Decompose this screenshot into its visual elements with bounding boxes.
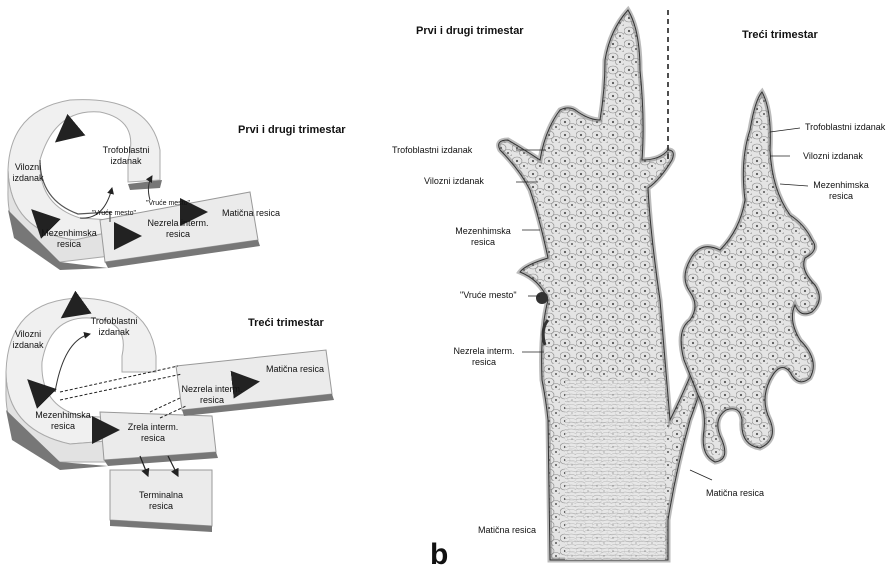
- rl-nezrela-line2: resica: [446, 357, 522, 368]
- rl-maticna: Matična resica: [478, 525, 536, 536]
- panel-letter: b: [430, 540, 448, 570]
- rl-vilozni: Vilozni izdanak: [424, 176, 484, 187]
- bottom-terminalna-label: Terminalna resica: [126, 490, 196, 512]
- rl-mezenhimska-line2: resica: [448, 237, 518, 248]
- top-mezenhimska-line2: resica: [34, 239, 104, 250]
- rr-vilozni: Vilozni izdanak: [803, 151, 863, 162]
- top-trofoblastni-line2: izdanak: [96, 156, 156, 167]
- rl-nezrela-line1: Nezrela interm.: [446, 346, 522, 357]
- rr-trofoblastni: Trofoblastni izdanak: [805, 122, 885, 133]
- rl-mezenhimska: Mezenhimska resica: [448, 226, 518, 248]
- top-mezenhimska-label: Mezenhimska resica: [34, 228, 104, 250]
- top-nezrela-label: Nezrela interm. resica: [138, 218, 218, 240]
- bottom-zrela-line2: resica: [118, 433, 188, 444]
- top-hot-spot-1: "Vruće mesto": [92, 208, 136, 219]
- bottom-mezenhimska-line1: Mezenhimska: [28, 410, 98, 421]
- bottom-mezenhimska-label: Mezenhimska resica: [28, 410, 98, 432]
- bottom-vilozni-label: Vilozni izdanak: [8, 329, 48, 351]
- bottom-terminalna-line1: Terminalna: [126, 490, 196, 501]
- bottom-nezrela-line2: resica: [176, 395, 248, 406]
- rr-mezenhimska: Mezenhimska resica: [806, 180, 876, 202]
- top-vilozni-line1: Vilozni: [8, 162, 48, 173]
- bottom-title: Treći trimestar: [248, 318, 324, 329]
- rr-mezenhimska-line2: resica: [806, 191, 876, 202]
- villous-tree-left: [499, 10, 714, 560]
- rl-mezenhimska-line1: Mezenhimska: [448, 226, 518, 237]
- bottom-trofoblastni-line2: izdanak: [84, 327, 144, 338]
- top-vilozni-line2: izdanak: [8, 173, 48, 184]
- rr-maticna: Matična resica: [706, 488, 764, 499]
- top-hot-spot-2: "Vruće mesto": [146, 198, 190, 209]
- bottom-mezenhimska-line2: resica: [28, 421, 98, 432]
- top-nezrela-line2: resica: [138, 229, 218, 240]
- bottom-terminalna-line2: resica: [126, 501, 196, 512]
- villous-tree-right: [681, 92, 819, 462]
- right-title-right: Treći trimestar: [742, 30, 818, 41]
- top-nezrela-line1: Nezrela interm.: [138, 218, 218, 229]
- top-title: Prvi i drugi trimestar: [238, 125, 346, 136]
- top-vilozni-label: Vilozni izdanak: [8, 162, 48, 184]
- rl-hot-spot: "Vruće mesto": [460, 290, 517, 301]
- right-title-left: Prvi i drugi trimestar: [416, 26, 524, 37]
- top-trofoblastni-label: Trofoblastni izdanak: [96, 145, 156, 167]
- rl-trofoblastni: Trofoblastni izdanak: [392, 145, 472, 156]
- rl-nezrela: Nezrela interm. resica: [446, 346, 522, 368]
- bottom-trofoblastni-label: Trofoblastni izdanak: [84, 316, 144, 338]
- bottom-zrela-label: Zrela interm. resica: [118, 422, 188, 444]
- top-trofoblastni-line1: Trofoblastni: [96, 145, 156, 156]
- bottom-vilozni-line2: izdanak: [8, 340, 48, 351]
- bottom-vilozni-line1: Vilozni: [8, 329, 48, 340]
- bottom-maticna-label: Matična resica: [266, 364, 324, 375]
- bottom-zrela-line1: Zrela interm.: [118, 422, 188, 433]
- bottom-nezrela-line1: Nezrela interm.: [176, 384, 248, 395]
- bottom-trofoblastni-line1: Trofoblastni: [84, 316, 144, 327]
- rr-mezenhimska-line1: Mezenhimska: [806, 180, 876, 191]
- top-mezenhimska-line1: Mezenhimska: [34, 228, 104, 239]
- bottom-nezrela-label: Nezrela interm. resica: [176, 384, 248, 406]
- top-maticna-label: Matična resica: [222, 208, 280, 219]
